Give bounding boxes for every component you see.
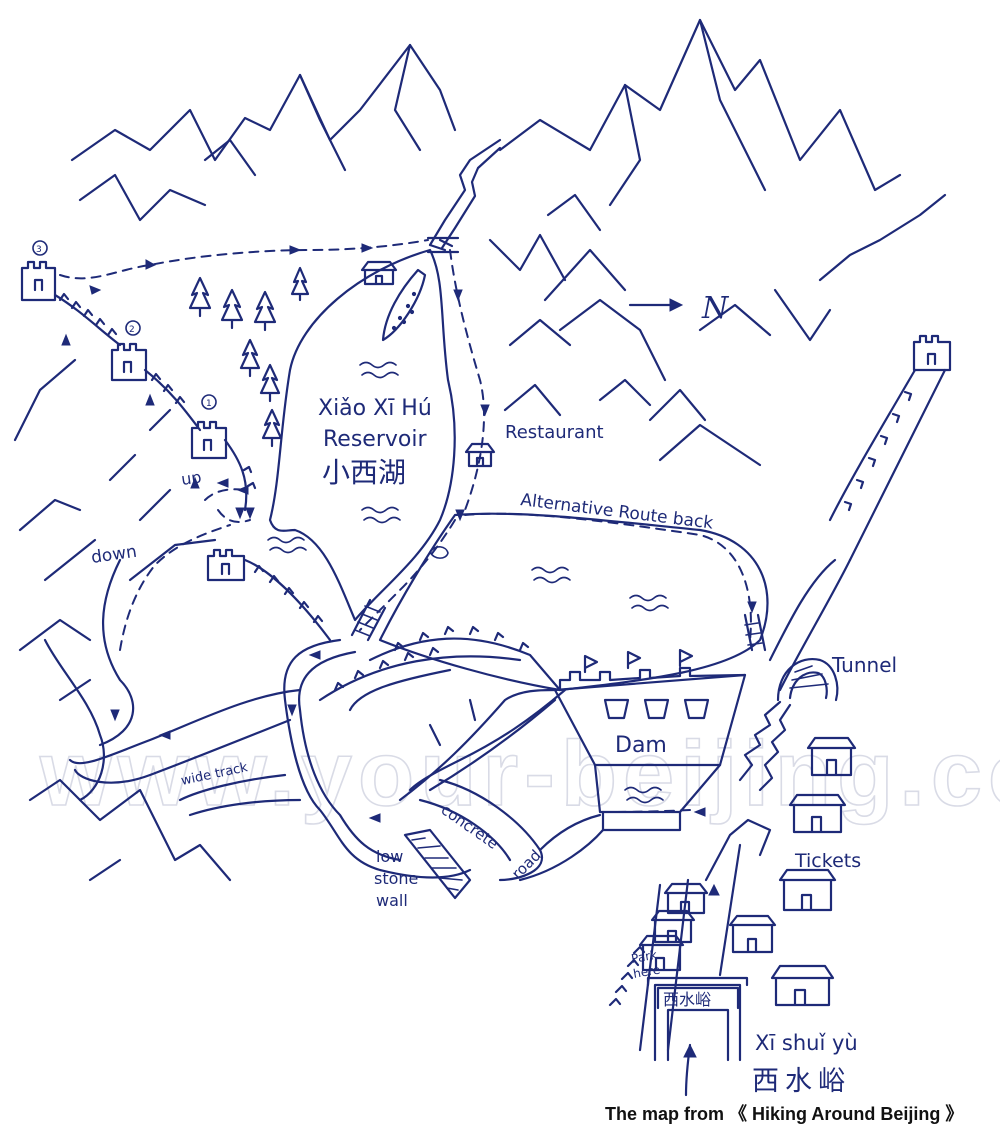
low-stone-wall-label-3: wall xyxy=(376,891,408,910)
reservoir-xiao-xi-hu xyxy=(268,248,456,622)
tickets-label: Tickets xyxy=(794,850,861,872)
tunnel-label: Tunnel xyxy=(831,653,897,677)
water-ripple-icon xyxy=(267,361,669,804)
reservoir-chinese-label: 小西湖 xyxy=(322,456,406,489)
gorge-stream xyxy=(428,138,502,252)
great-wall-right xyxy=(768,368,947,692)
village-pinyin-label: Xī shuǐ yù xyxy=(755,1031,858,1055)
low-stone-wall-label-2: stone xyxy=(374,869,418,888)
watchtower-3 xyxy=(20,240,57,302)
low-stone-wall xyxy=(403,828,472,900)
map-source-credit: The map from 《 Hiking Around Beijing 》 xyxy=(605,1104,964,1124)
alternative-route-label: Alternative Route back xyxy=(519,490,714,533)
boulder xyxy=(429,546,449,559)
reservoir-island xyxy=(381,268,427,342)
village-gate xyxy=(608,818,772,1097)
park-here-label-line1: Park xyxy=(630,948,658,966)
great-wall-left xyxy=(53,292,562,702)
down-label: down xyxy=(90,542,138,568)
hiking-routes xyxy=(59,239,752,813)
north-arrow-icon xyxy=(628,298,684,312)
lower-reservoir xyxy=(378,512,769,692)
tower-2-number: 2 xyxy=(129,325,135,335)
watchtower-right xyxy=(912,334,952,372)
left-hills xyxy=(13,358,232,882)
restaurant-label: Restaurant xyxy=(505,422,604,443)
reservoir-label: Reservoir xyxy=(323,427,427,452)
bridges xyxy=(350,236,767,652)
roads xyxy=(43,558,605,882)
watchtower-2 xyxy=(110,320,148,382)
house-icon-restaurant xyxy=(464,442,496,468)
low-stone-wall-label-1: low xyxy=(376,847,403,866)
village-chinese-label: 西水峪 xyxy=(752,1066,851,1097)
up-label: up xyxy=(180,467,203,489)
park-here-label-line2: here xyxy=(632,962,661,980)
mountain-ridges xyxy=(70,18,947,467)
dam-label: Dam xyxy=(615,733,667,758)
tunnel-icon xyxy=(738,657,839,792)
reservoir-pinyin-label: Xiǎo Xī Hú xyxy=(318,396,432,421)
watchtower-lower xyxy=(206,548,246,582)
route-arrows xyxy=(61,243,757,1058)
watchtower-1 xyxy=(190,394,228,460)
pine-trees xyxy=(188,266,310,448)
house-icon-reservoir xyxy=(360,260,398,286)
tower-1-number: 1 xyxy=(206,399,212,409)
gate-sign-text: 西水峪 xyxy=(663,990,711,1009)
north-label: N xyxy=(701,291,730,326)
tower-3-number: 3 xyxy=(36,245,42,255)
